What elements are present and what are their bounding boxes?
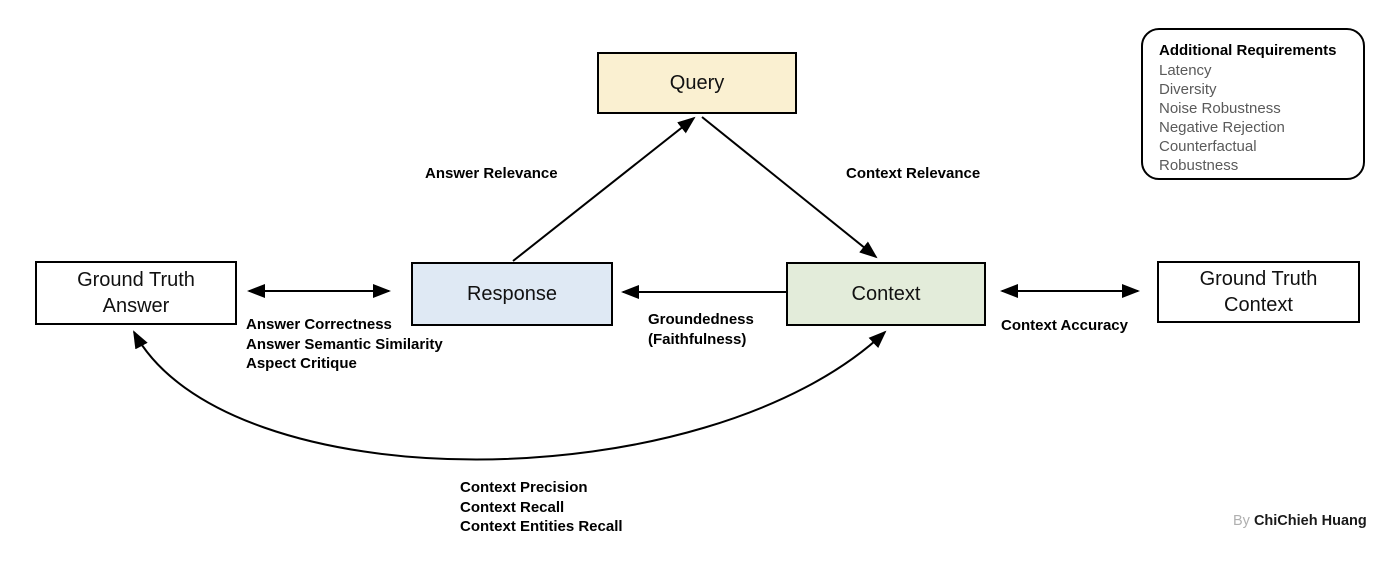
- node-gta-label-line1: Ground Truth: [77, 269, 195, 291]
- label-groundedness: Groundedness (Faithfulness): [648, 310, 754, 349]
- node-ground-truth-answer: Ground Truth Answer: [35, 261, 237, 325]
- credit-prefix: By: [1233, 513, 1250, 529]
- node-query: Query: [597, 52, 797, 114]
- node-context: Context: [786, 262, 986, 326]
- credit-author: ChiChieh Huang: [1253, 513, 1367, 529]
- label-context-recall: Context Recall: [460, 498, 565, 516]
- label-aspect-critique: Aspect Critique: [246, 355, 357, 372]
- node-ground-truth-context: Ground Truth Context: [1157, 261, 1360, 323]
- node-context-label: Context: [851, 283, 921, 305]
- node-gtc-label-line2: Context: [1224, 294, 1293, 316]
- requirement-robustness: Robustness: [1159, 157, 1239, 174]
- label-context-metrics: Context Precision Context Recall Context…: [460, 478, 623, 537]
- node-response: Response: [411, 262, 613, 326]
- node-response-label: Response: [466, 283, 558, 305]
- node-gta-label-line2: Answer: [102, 295, 170, 317]
- label-answer-semantic-similarity: Answer Semantic Similarity: [246, 335, 443, 353]
- additional-requirements-title: Additional Requirements: [1159, 42, 1337, 59]
- node-gtc-label-line1: Ground Truth: [1199, 268, 1318, 290]
- node-query-label: Query: [669, 72, 725, 94]
- requirement-latency: Latency: [1159, 62, 1212, 79]
- label-groundedness-line1: Groundedness: [648, 311, 754, 328]
- requirement-noise-robustness: Noise Robustness: [1159, 100, 1281, 117]
- requirement-counterfactual: Counterfactual: [1159, 138, 1257, 155]
- label-answer-correctness: Answer Correctness: [246, 316, 392, 333]
- additional-requirements-panel: Additional Requirements Latency Diversit…: [1141, 28, 1365, 180]
- label-context-entities-recall: Context Entities Recall: [460, 518, 623, 535]
- label-context-accuracy: Context Accuracy: [1001, 317, 1128, 334]
- arrow-query-to-context: [701, 116, 878, 259]
- label-context-relevance: Context Relevance: [846, 165, 981, 182]
- requirement-negative-rejection: Negative Rejection: [1159, 119, 1285, 136]
- label-context-precision: Context Precision: [460, 479, 588, 496]
- credit-line: By ChiChieh Huang: [1233, 513, 1367, 529]
- label-answer-metrics: Answer Correctness Answer Semantic Simil…: [246, 315, 443, 374]
- arrow-curve-gta-context: [133, 330, 887, 461]
- requirement-diversity: Diversity: [1159, 81, 1217, 98]
- arrow-response-to-query: [512, 116, 696, 262]
- label-groundedness-line2: (Faithfulness): [648, 330, 747, 348]
- label-answer-relevance: Answer Relevance: [425, 165, 558, 182]
